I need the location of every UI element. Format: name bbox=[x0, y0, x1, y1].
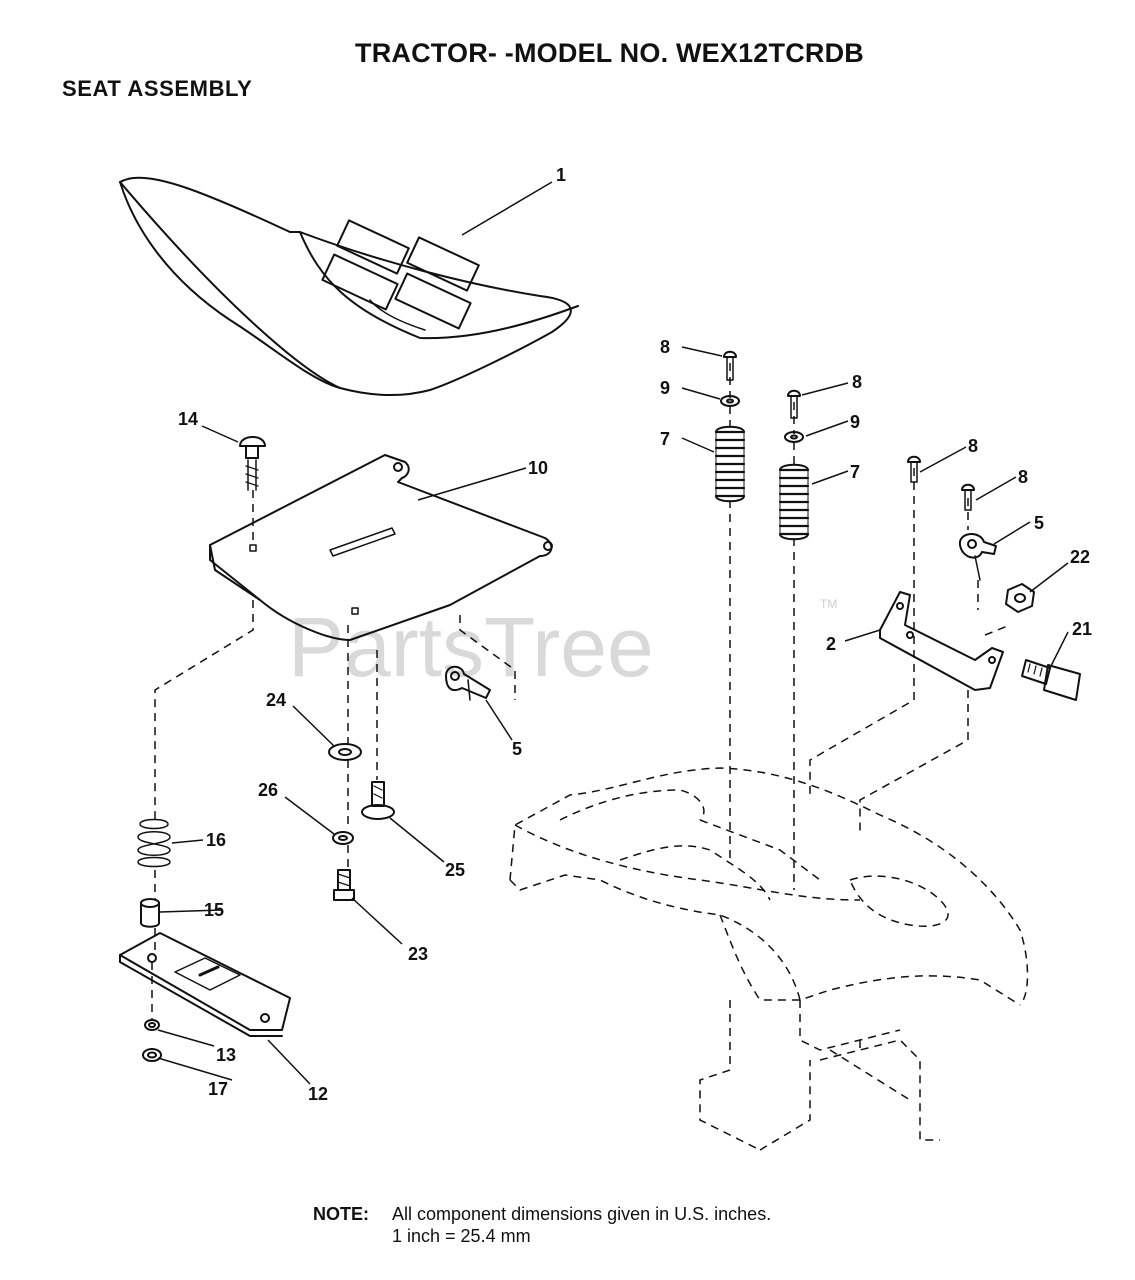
hex-nut-22-part bbox=[1005, 583, 1035, 613]
lock-washer-part bbox=[332, 831, 354, 845]
note-line-2: 1 inch = 25.4 mm bbox=[392, 1226, 531, 1246]
callout-9-a: 9 bbox=[660, 378, 670, 398]
spacer-part bbox=[140, 898, 160, 928]
dimension-note: NOTE: All component dimensions given in U… bbox=[313, 1203, 771, 1247]
seat-clip-right-part bbox=[958, 533, 997, 581]
callout-24: 24 bbox=[266, 690, 286, 710]
callout-21: 21 bbox=[1072, 619, 1092, 639]
callout-22: 22 bbox=[1070, 547, 1090, 567]
callout-7-a: 7 bbox=[660, 429, 670, 449]
cotter-pin-4-part bbox=[961, 483, 975, 511]
callout-8-c: 8 bbox=[968, 436, 978, 456]
shoulder-bolt-21-part bbox=[1021, 659, 1081, 701]
callout-17: 17 bbox=[208, 1079, 228, 1099]
assembly-subtitle: SEAT ASSEMBLY bbox=[62, 76, 253, 101]
callout-8-b: 8 bbox=[852, 372, 862, 392]
callout-15: 15 bbox=[204, 900, 224, 920]
seat-spring-part bbox=[137, 818, 171, 868]
flat-washer-part bbox=[328, 743, 362, 761]
callout-9-b: 9 bbox=[850, 412, 860, 432]
callout-8-a: 8 bbox=[660, 337, 670, 357]
note-line-1: All component dimensions given in U.S. i… bbox=[392, 1204, 772, 1224]
seat-part bbox=[119, 176, 579, 397]
callout-23: 23 bbox=[408, 944, 428, 964]
hex-nut-part bbox=[142, 1048, 162, 1062]
carriage-bolt-part bbox=[239, 436, 266, 491]
watermark: PartsTree bbox=[288, 600, 654, 694]
callout-12: 12 bbox=[308, 1084, 328, 1104]
callout-1: 1 bbox=[556, 165, 566, 185]
callout-10: 10 bbox=[528, 458, 548, 478]
callout-5-left: 5 bbox=[512, 739, 522, 759]
lock-nut-part bbox=[144, 1019, 160, 1031]
mounting-plate-part bbox=[119, 932, 291, 1037]
seat-spring-left-part bbox=[714, 425, 746, 503]
watermark-trademark: TM bbox=[820, 597, 837, 611]
note-label: NOTE: bbox=[313, 1204, 369, 1224]
callout-13: 13 bbox=[216, 1045, 236, 1065]
callout-26: 26 bbox=[258, 780, 278, 800]
callout-8-d: 8 bbox=[1018, 467, 1028, 487]
callout-7-b: 7 bbox=[850, 462, 860, 482]
seat-bracket-part bbox=[879, 591, 1004, 691]
seat-spring-right-part bbox=[778, 463, 810, 541]
diagram-title: TRACTOR- -MODEL NO. WEX12TCRDB bbox=[355, 38, 865, 68]
shoulder-bolt-part bbox=[361, 781, 395, 820]
callout-25: 25 bbox=[445, 860, 465, 880]
callout-14: 14 bbox=[178, 409, 198, 429]
callout-2: 2 bbox=[826, 634, 836, 654]
callout-16: 16 bbox=[206, 830, 226, 850]
seat-pan-part bbox=[209, 454, 553, 641]
seat-clip-part bbox=[445, 665, 491, 701]
callout-5-right: 5 bbox=[1034, 513, 1044, 533]
hex-bolt-part bbox=[333, 869, 355, 901]
